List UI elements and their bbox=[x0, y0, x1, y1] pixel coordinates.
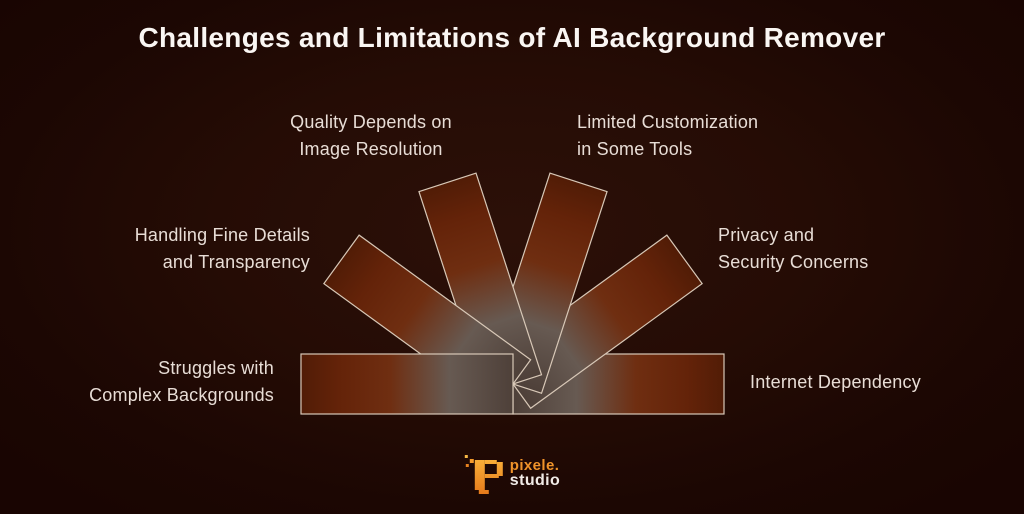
brand-logo: pixele. studio bbox=[464, 452, 560, 496]
label-line: Image Resolution bbox=[299, 139, 443, 159]
blade-rect bbox=[300, 353, 514, 415]
logo-suffix: studio bbox=[509, 472, 561, 489]
pixel-p-logo-icon bbox=[464, 455, 503, 494]
challenge-label-quality: Quality Depends on Image Resolution bbox=[271, 109, 471, 163]
label-line: Quality Depends on bbox=[290, 112, 452, 132]
label-line: Security Concerns bbox=[718, 252, 869, 272]
label-line: Internet Dependency bbox=[750, 372, 921, 392]
logo-name: pixele. bbox=[509, 457, 560, 474]
challenge-label-limited-customization: Limited Customization in Some Tools bbox=[577, 109, 758, 163]
label-line: Struggles with bbox=[158, 358, 274, 378]
page-title: Challenges and Limitations of AI Backgro… bbox=[138, 22, 886, 53]
fan-blade-struggles bbox=[300, 353, 514, 415]
challenge-label-complex-backgrounds: Struggles with Complex Backgrounds bbox=[89, 355, 274, 409]
label-line: and Transparency bbox=[162, 252, 310, 272]
label-line: Limited Customization bbox=[577, 112, 759, 132]
label-line: Handling Fine Details bbox=[134, 225, 310, 245]
logo-wordmark: pixele. studio bbox=[509, 457, 561, 489]
challenge-label-internet-dependency: Internet Dependency bbox=[750, 369, 921, 396]
label-line: in Some Tools bbox=[577, 139, 693, 159]
challenge-label-privacy: Privacy and Security Concerns bbox=[718, 222, 868, 276]
label-line: Privacy and bbox=[718, 225, 815, 245]
challenge-label-fine-details: Handling Fine Details and Transparency bbox=[135, 222, 310, 276]
label-line: Complex Backgrounds bbox=[89, 385, 274, 405]
